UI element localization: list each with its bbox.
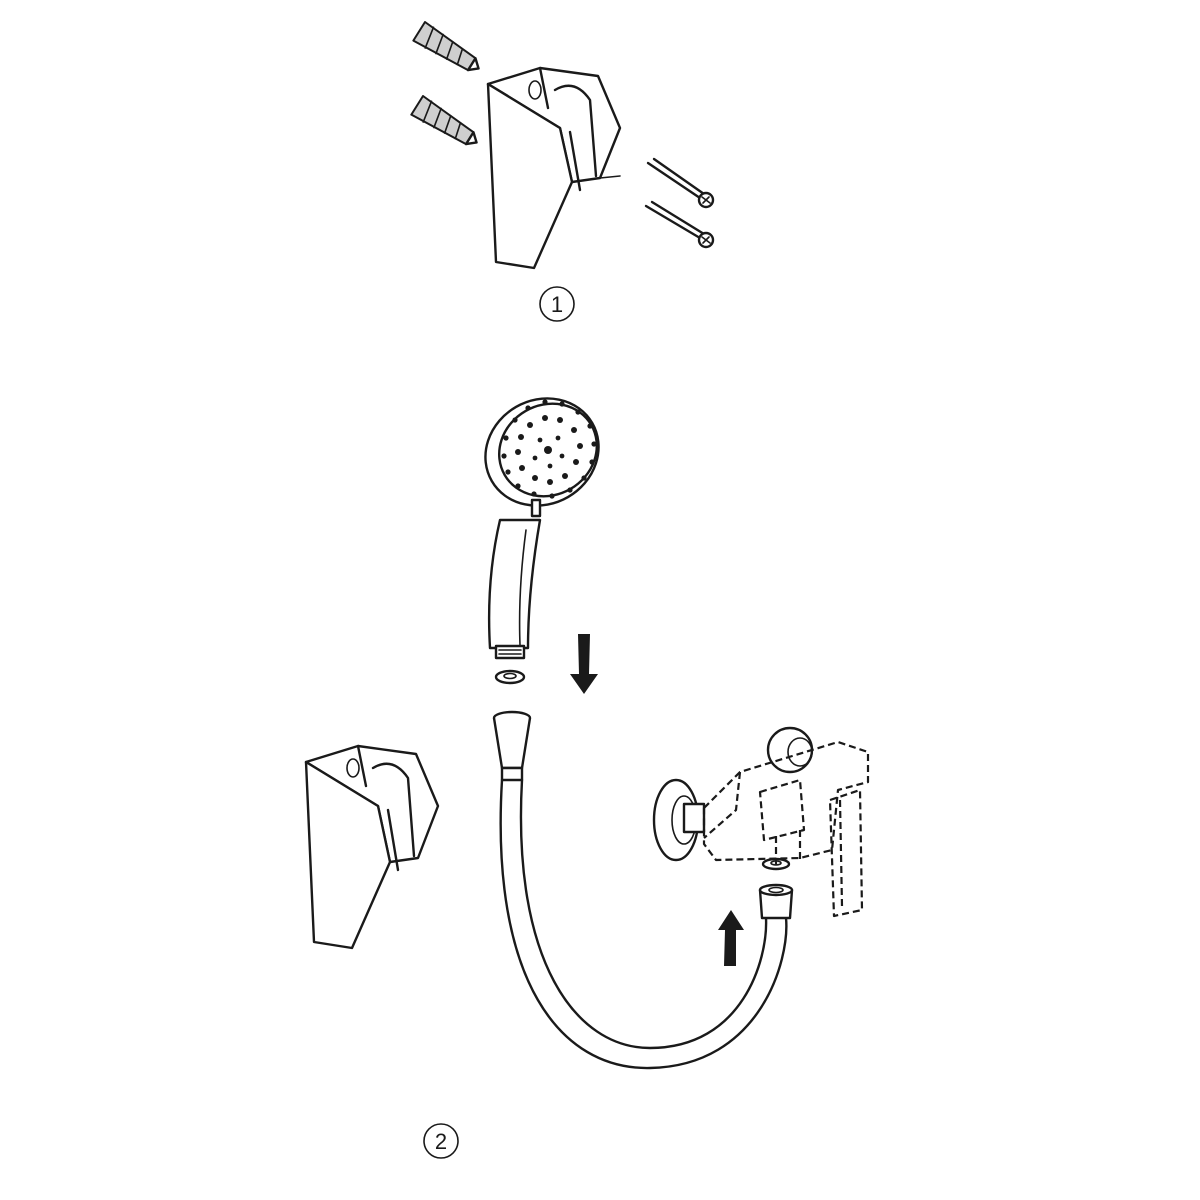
wall-plug-icon xyxy=(412,21,480,72)
shower-holder-icon xyxy=(486,66,622,270)
wall-plug-icon xyxy=(410,95,478,146)
hand-shower-icon xyxy=(484,397,600,660)
screw-icon xyxy=(646,157,715,209)
step-2-label: 2 xyxy=(435,1129,447,1154)
washer-icon xyxy=(494,669,526,685)
step-2-group: 2 xyxy=(304,397,870,1159)
step-1-label: 1 xyxy=(551,292,563,317)
step-1-marker: 1 xyxy=(539,286,575,322)
step-2-marker: 2 xyxy=(423,1123,459,1159)
shower-holder-icon xyxy=(304,744,440,950)
shower-hose-icon xyxy=(492,710,794,1070)
step-1-group: 1 xyxy=(410,21,715,322)
arrow-icon xyxy=(718,910,744,966)
arrow-icon xyxy=(570,634,598,694)
screw-icon xyxy=(644,200,715,249)
mixer-tap-icon xyxy=(652,726,870,918)
